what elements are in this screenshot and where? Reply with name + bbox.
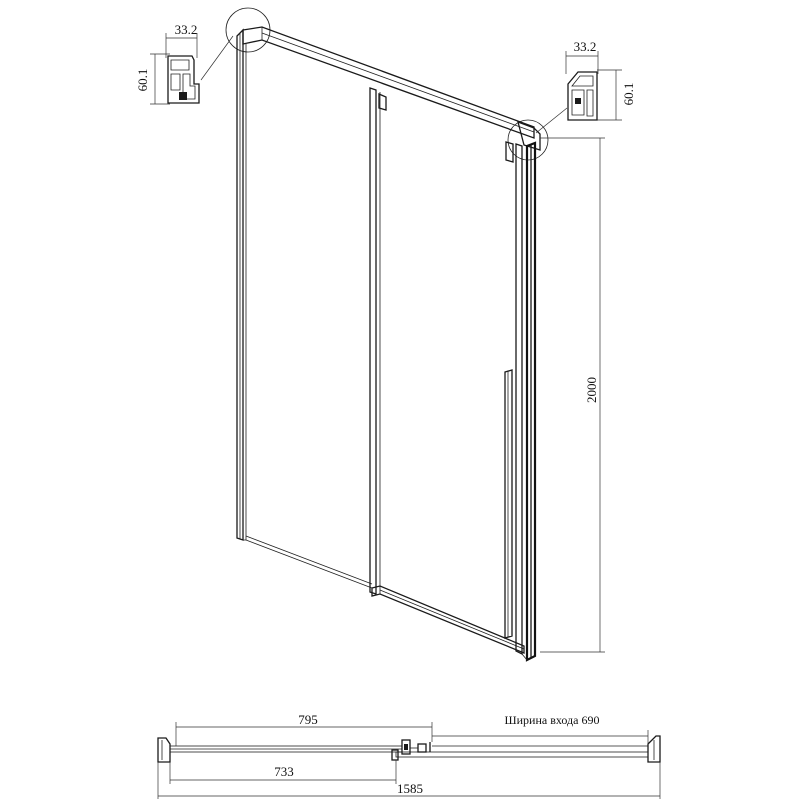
height-label: 2000 xyxy=(584,377,599,403)
right-profile-detail: 33.2 60.1 xyxy=(535,39,636,134)
door-handle xyxy=(504,369,513,639)
plan-left-wall-bracket xyxy=(157,737,171,763)
plan-1585-label: 1585 xyxy=(397,781,423,796)
left-roller-hanger xyxy=(378,93,387,111)
right-profile-outline xyxy=(567,71,598,121)
right-profile-height-label: 60.1 xyxy=(621,83,636,106)
left-profile-height-label: 60.1 xyxy=(135,69,150,92)
left-profile-width-label: 33.2 xyxy=(175,22,198,37)
left-profile-detail: 33.2 60.1 xyxy=(135,22,234,105)
height-dimension: 2000 xyxy=(540,137,605,653)
fixed-panel-bottom xyxy=(245,539,373,589)
right-profile-leader xyxy=(535,107,568,134)
sliding-door-right-stile xyxy=(515,143,523,656)
top-rail-end-cap xyxy=(517,120,541,151)
plan-795-label: 795 xyxy=(298,712,318,727)
plan-center-connector xyxy=(401,739,411,755)
left-profile-leader xyxy=(200,35,234,81)
plan-entry-label: Ширина входа 690 xyxy=(505,713,600,727)
top-rail xyxy=(242,26,535,139)
plan-right-wall-bracket xyxy=(647,735,661,763)
left-detail-circle xyxy=(225,7,271,53)
plan-733-label: 733 xyxy=(274,764,294,779)
plan-sliding-panel xyxy=(395,751,649,758)
plan-view: 795 Ширина входа 690 733 1585 xyxy=(157,712,661,799)
right-profile-width-label: 33.2 xyxy=(574,39,597,54)
left-profile-outline xyxy=(167,55,200,104)
sliding-door-left-stile xyxy=(369,87,377,595)
sliding-door-bottom-rail xyxy=(371,585,525,654)
right-roller-hanger xyxy=(505,141,514,163)
door-perspective xyxy=(236,26,541,662)
right-wall-profile xyxy=(525,141,537,662)
